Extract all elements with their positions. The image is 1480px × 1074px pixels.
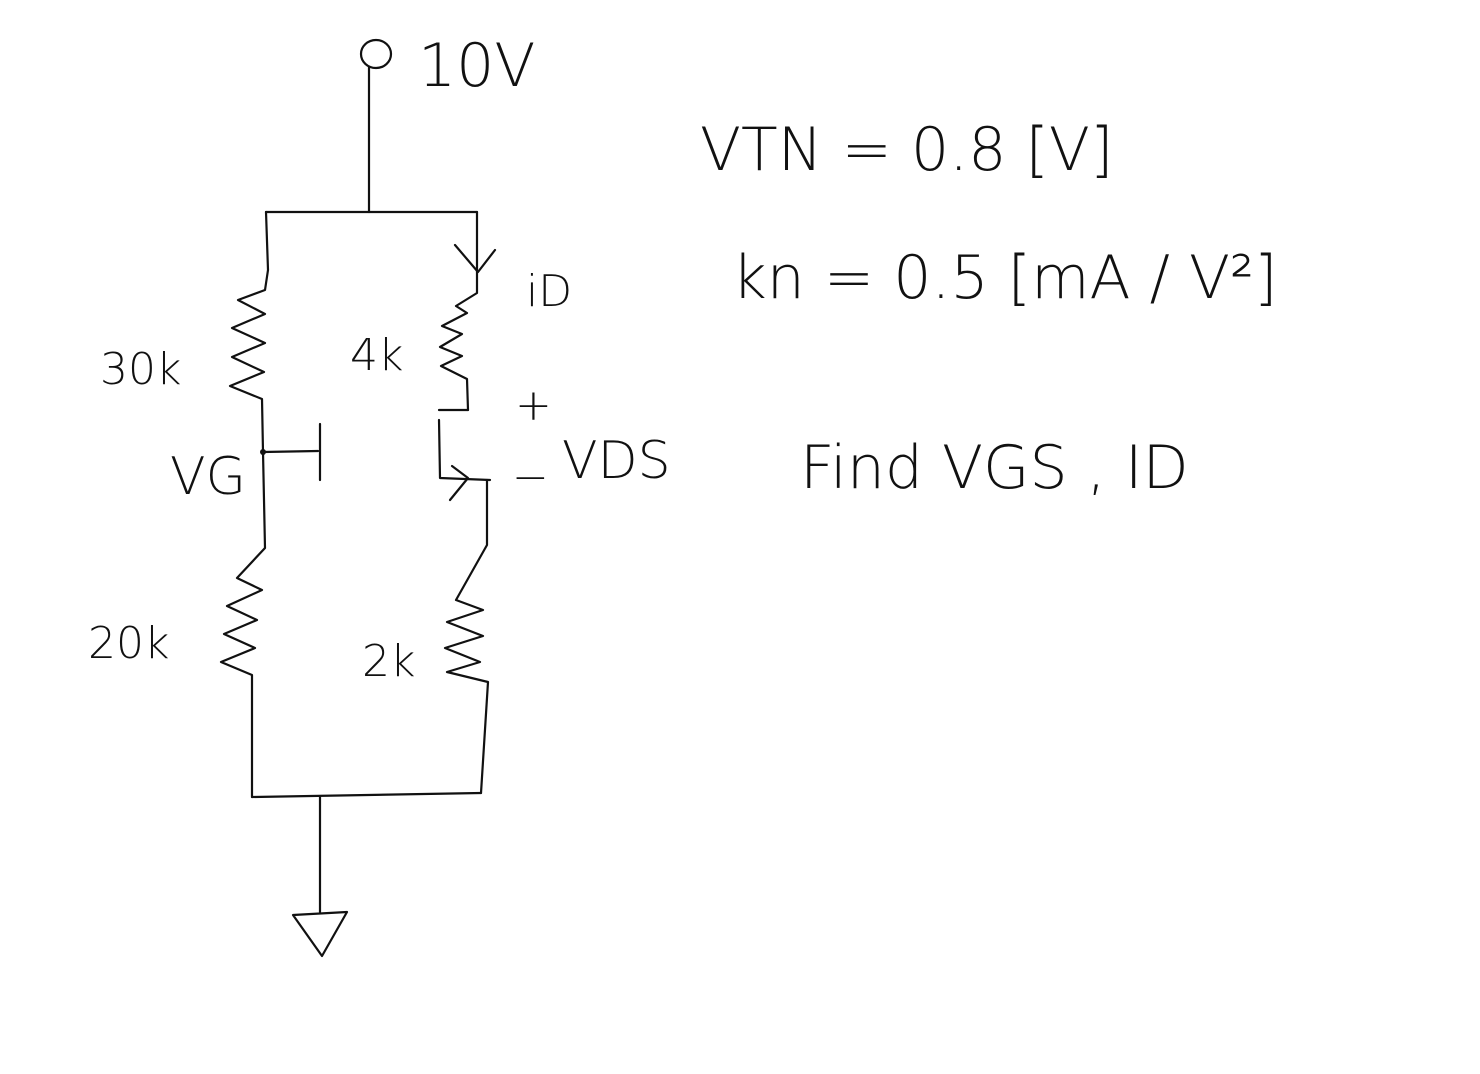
- question-text: Find VGS , ID: [800, 433, 1189, 503]
- vtn-given: VTN = 0.8 [V]: [700, 115, 1113, 185]
- mosfet-channel: [437, 418, 492, 482]
- ground-symbol: [291, 910, 349, 958]
- drain-current-label: iD: [526, 266, 572, 317]
- gate-lead: [261, 449, 320, 454]
- resistor-4k: [438, 210, 479, 412]
- bottom-rail: [250, 791, 483, 799]
- mosfet-source-arrow: [448, 464, 470, 502]
- drain-current-arrow: [453, 243, 497, 274]
- vds-plus: +: [515, 380, 552, 431]
- r-source-label: 2k: [362, 636, 415, 687]
- gate-node-label: VG: [170, 447, 246, 507]
- resistor-2k: [443, 478, 490, 795]
- resistor-30k: [228, 210, 270, 454]
- r-drain-label: 4k: [350, 330, 403, 381]
- supply-terminal: [359, 38, 393, 70]
- kn-given: kn = 0.5 [mA / V²]: [732, 243, 1277, 313]
- supply-label: 10V: [418, 31, 535, 101]
- resistor-20k: [219, 450, 267, 799]
- r-gate-bottom-label: 20k: [88, 618, 169, 669]
- r-gate-top-label: 30k: [100, 344, 181, 395]
- vds-label: VDS: [562, 431, 671, 491]
- vds-minus: −: [512, 452, 549, 503]
